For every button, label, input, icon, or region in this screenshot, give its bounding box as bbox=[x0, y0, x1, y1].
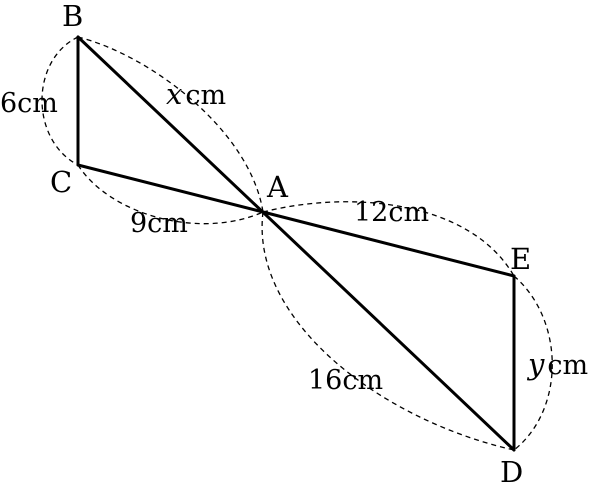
unit-ed: cm bbox=[547, 350, 588, 381]
arc-bc bbox=[41, 36, 79, 166]
arc-ca bbox=[77, 164, 264, 225]
label-point-e: E bbox=[510, 242, 531, 276]
label-ad-length: 16cm bbox=[308, 365, 383, 396]
segment-bd bbox=[76, 35, 516, 452]
label-bc-length: 6cm bbox=[0, 88, 58, 119]
segment-ae bbox=[261, 210, 516, 278]
label-point-c: C bbox=[50, 165, 72, 199]
var-x: x bbox=[166, 77, 182, 111]
segment-ca bbox=[76, 163, 265, 214]
label-ca-length: 9cm bbox=[130, 208, 188, 239]
unit-ab: cm bbox=[185, 80, 226, 111]
var-y: y bbox=[526, 347, 545, 381]
label-ae-length: 12cm bbox=[354, 197, 429, 228]
label-point-a: A bbox=[266, 170, 289, 204]
arc-ed bbox=[513, 275, 553, 451]
label-point-d: D bbox=[500, 455, 523, 485]
arc-ad bbox=[261, 211, 515, 451]
arc-ab bbox=[77, 36, 264, 213]
label-point-b: B bbox=[62, 0, 83, 33]
